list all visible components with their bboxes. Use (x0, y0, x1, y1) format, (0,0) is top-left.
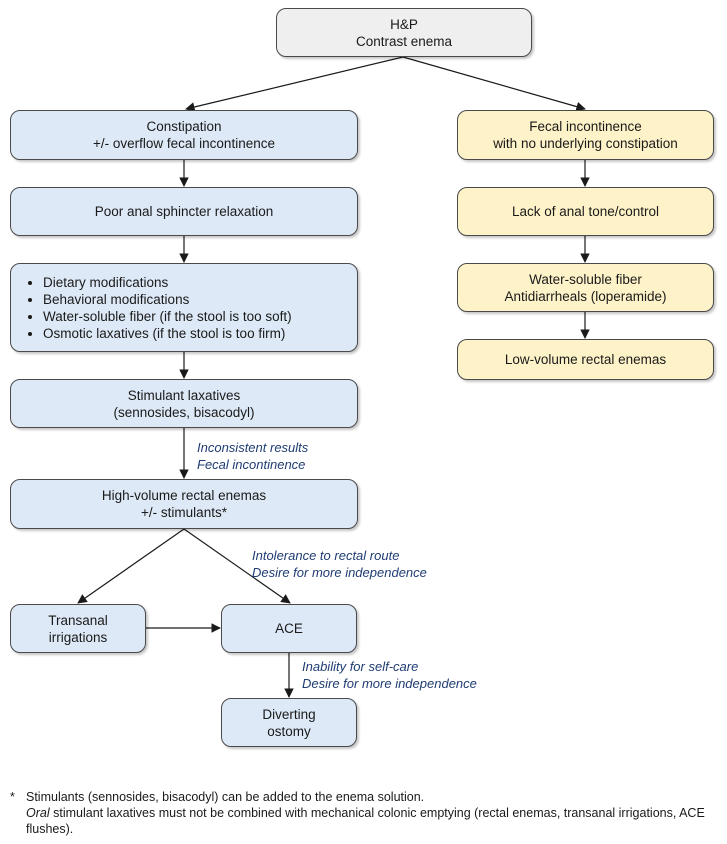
constipation-node: Constipation +/- overflow fecal incontin… (10, 110, 358, 160)
footnote-line2: Oral stimulant laxatives must not be com… (26, 805, 710, 837)
measure-item: Dietary modifications (43, 274, 292, 291)
ace-node: ACE (221, 604, 357, 653)
ostomy-node: Diverting ostomy (221, 698, 357, 747)
label-inability: Inability for self-care Desire for more … (302, 659, 477, 691)
arrow-hp-to-fecal-incontinence (402, 56, 586, 112)
arrow-hp-to-constipation (185, 56, 404, 112)
label-intolerance: Intolerance to rectal route Desire for m… (252, 548, 427, 580)
measures-list: Dietary modifications Behavioral modific… (29, 274, 292, 342)
measure-item: Osmotic laxatives (if the stool is too f… (43, 325, 292, 342)
arrow-enemas-to-ace (183, 528, 291, 604)
poor-relaxation-node: Poor anal sphincter relaxation (10, 187, 358, 236)
measure-item: Behavioral modifications (43, 291, 292, 308)
lack-tone-node: Lack of anal tone/control (457, 187, 714, 236)
fecal-incontinence-node: Fecal incontinence with no underlying co… (457, 110, 714, 160)
footnote-body: Stimulants (sennosides, bisacodyl) can b… (26, 789, 710, 837)
low-volume-node: Low-volume rectal enemas (457, 339, 714, 380)
footnote-oral: Oral (26, 806, 50, 820)
footnote-line1: Stimulants (sennosides, bisacodyl) can b… (26, 790, 425, 804)
footnote: * Stimulants (sennosides, bisacodyl) can… (10, 789, 710, 837)
enemas-node: High-volume rectal enemas +/- stimulants… (10, 479, 358, 529)
hp-node: H&P Contrast enema (276, 8, 532, 57)
stimulant-node: Stimulant laxatives (sennosides, bisacod… (10, 379, 358, 428)
footnote-marker: * (10, 790, 15, 804)
transanal-node: Transanal irrigations (10, 604, 146, 653)
label-inconsistent: Inconsistent results Fecal incontinence (197, 440, 309, 472)
arrow-enemas-to-transanal (77, 528, 185, 604)
measure-item: Water-soluble fiber (if the stool is too… (43, 308, 292, 325)
footnote-line2-rest: stimulant laxatives must not be combined… (26, 806, 705, 836)
fiber-antidiarrheals-node: Water-soluble fiber Antidiarrheals (lope… (457, 263, 714, 312)
measures-node: Dietary modifications Behavioral modific… (10, 263, 358, 352)
